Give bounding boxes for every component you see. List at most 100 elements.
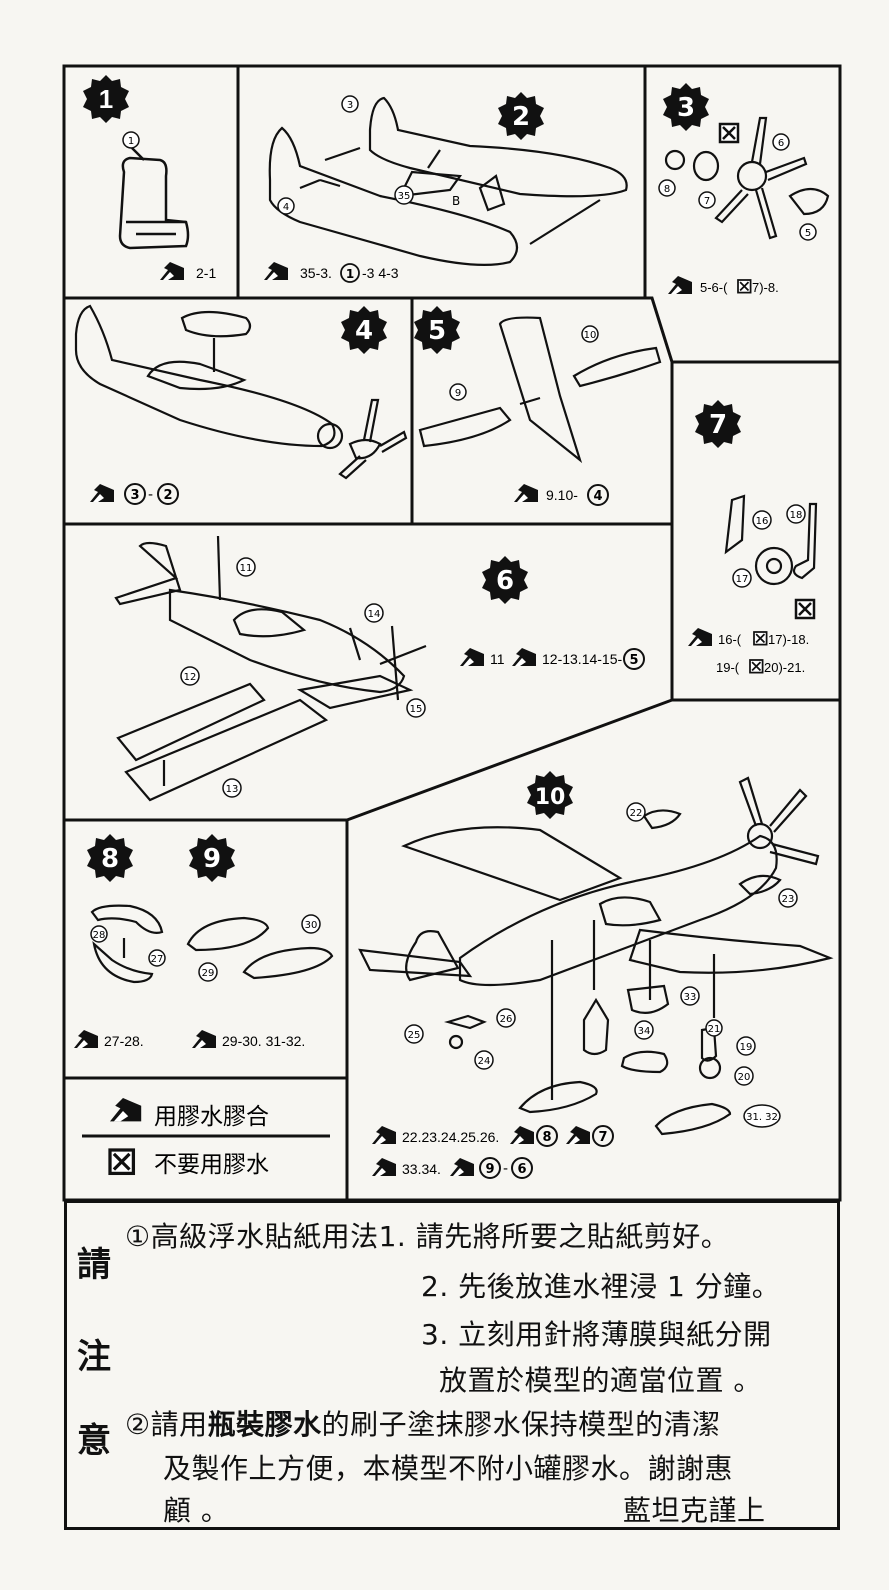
step-badge-8: 8 [87,834,133,882]
notes-line-6: 及製作上方便，本模型不附小罐膠水。謝謝惠 [163,1452,734,1485]
part-label: 26 [500,1014,513,1025]
glue-icon [450,1158,474,1176]
no-glue-icon [718,122,740,144]
signature: 藍坦克謹上 [623,1494,766,1527]
pilot-seat-drawing [118,147,190,250]
part-label: 12 [184,672,197,683]
glue-callout-tail: 17)-18. [768,632,809,647]
part-label: 20 [738,1072,751,1083]
glue-icon [372,1158,396,1176]
part-label: 7 [704,196,710,207]
step-badge-4: 4 [341,306,387,354]
notes-line-4: 放置於模型的適當位置 。 [439,1364,762,1397]
step-badge-1: 1 [83,75,129,123]
glue-callout: 9.10- [546,487,578,503]
glue-icon [688,628,712,646]
svg-text:6: 6 [496,566,514,596]
svg-text:5: 5 [428,316,446,346]
tailplane-drawing [418,316,662,464]
svg-text:7: 7 [709,410,727,440]
part-label: 22 [630,808,643,819]
step-badge-2: 2 [498,92,544,140]
no-glue-icon [794,598,816,620]
notes-line-2: 2. 先後放進水裡浸 1 分鐘。 [421,1270,781,1303]
part-label: 15 [410,704,423,715]
step-badge-9: 9 [189,834,235,882]
propeller-drawing [664,116,830,240]
part-label: 31. 32 [746,1112,778,1123]
part-ref: 7 [598,1130,607,1145]
part-label: 4 [283,202,289,213]
part-ref: 4 [593,489,602,504]
part-ref: 3 [130,488,139,503]
glue-icon [192,1030,216,1048]
part-label: 6 [778,138,784,149]
glue-icon [566,1126,590,1144]
svg-text:1: 1 [99,84,113,114]
glue-callout: 19-( [716,660,740,675]
part-label: 18 [790,510,803,521]
glue-icon [460,648,484,666]
bottled-glue-emphasis: 瓶裝膠水 [207,1408,322,1441]
no-glue-icon [749,659,764,674]
svg-text:3: 3 [677,93,695,123]
part-ref: 8 [542,1130,551,1145]
part-label: 1 [128,136,134,147]
part-label: 10 [584,330,597,341]
svg-text:10: 10 [535,785,566,810]
no-glue-icon [753,631,768,646]
svg-text:-: - [503,1161,508,1177]
step-badge-6: 6 [482,556,528,604]
drop-tank-drawing [186,916,334,980]
svg-text:2: 2 [512,102,530,132]
part-label: 19 [740,1042,753,1053]
part-label: 5 [805,228,811,239]
part-ref: 9 [485,1162,494,1177]
part-ref: 5 [629,653,638,668]
glue-icon [264,262,288,280]
part-label: 16 [756,516,769,527]
glue-callout: 16-( [718,632,742,647]
notes-line-3: 3. 立刻用針將薄膜與紙分開 [421,1318,772,1351]
wing-assembly-drawing [114,535,427,802]
glue-callout: 22.23.24.25.26. [402,1129,499,1145]
fuselage-halves-drawing [268,96,628,266]
notes-box: 請 注 意 ①高級浮水貼紙用法1. 請先將所要之貼紙剪好。 2. 先後放進水裡浸… [64,1200,840,1530]
part-ref: 6 [517,1162,526,1177]
no-glue-icon [737,279,752,294]
glue-callout: 5-6-( [700,280,728,295]
step-badge-3: 3 [663,83,709,131]
glue-callout: 2-1 [196,265,216,281]
final-assembly-drawing [358,776,834,1136]
part-label: 27 [151,954,164,965]
part-label: 23 [782,894,795,905]
glue-icon [668,276,692,294]
main-gear-drawing [724,494,818,586]
part-label: 11 [240,563,253,574]
svg-text:-: - [148,487,153,503]
glue-icon [512,648,536,666]
glue-icon [510,1126,534,1144]
step-badge-10: 10 [527,771,573,819]
part-label: 17 [736,574,749,585]
part-label: 8 [664,184,670,195]
part-label: 35 [398,191,411,202]
glue-callout-tail: 20)-21. [764,660,805,675]
part-label: 14 [368,609,381,620]
notes-side-char: 請 [77,1245,111,1285]
glue-callout: 11 [490,651,505,667]
notes-line-7: 顧 。 [163,1494,230,1527]
notes-line-5: ②請用瓶裝膠水的刷子塗抹膠水保持模型的清潔 [125,1408,721,1441]
legend-noglue-text: 不要用膠水 [154,1152,269,1178]
glue-icon [372,1126,396,1144]
glue-callout: 35-3. [300,265,332,281]
svg-text:9: 9 [203,844,221,874]
part-label: 21 [708,1024,721,1035]
part-label: 29 [202,968,215,979]
glue-callout-tail: -3 4-3 [362,265,399,281]
glue-callout: 12-13.14-15- [542,651,623,667]
part-ref: 1 [346,267,354,281]
part-label: B [452,194,460,208]
step-badge-7: 7 [695,400,741,448]
